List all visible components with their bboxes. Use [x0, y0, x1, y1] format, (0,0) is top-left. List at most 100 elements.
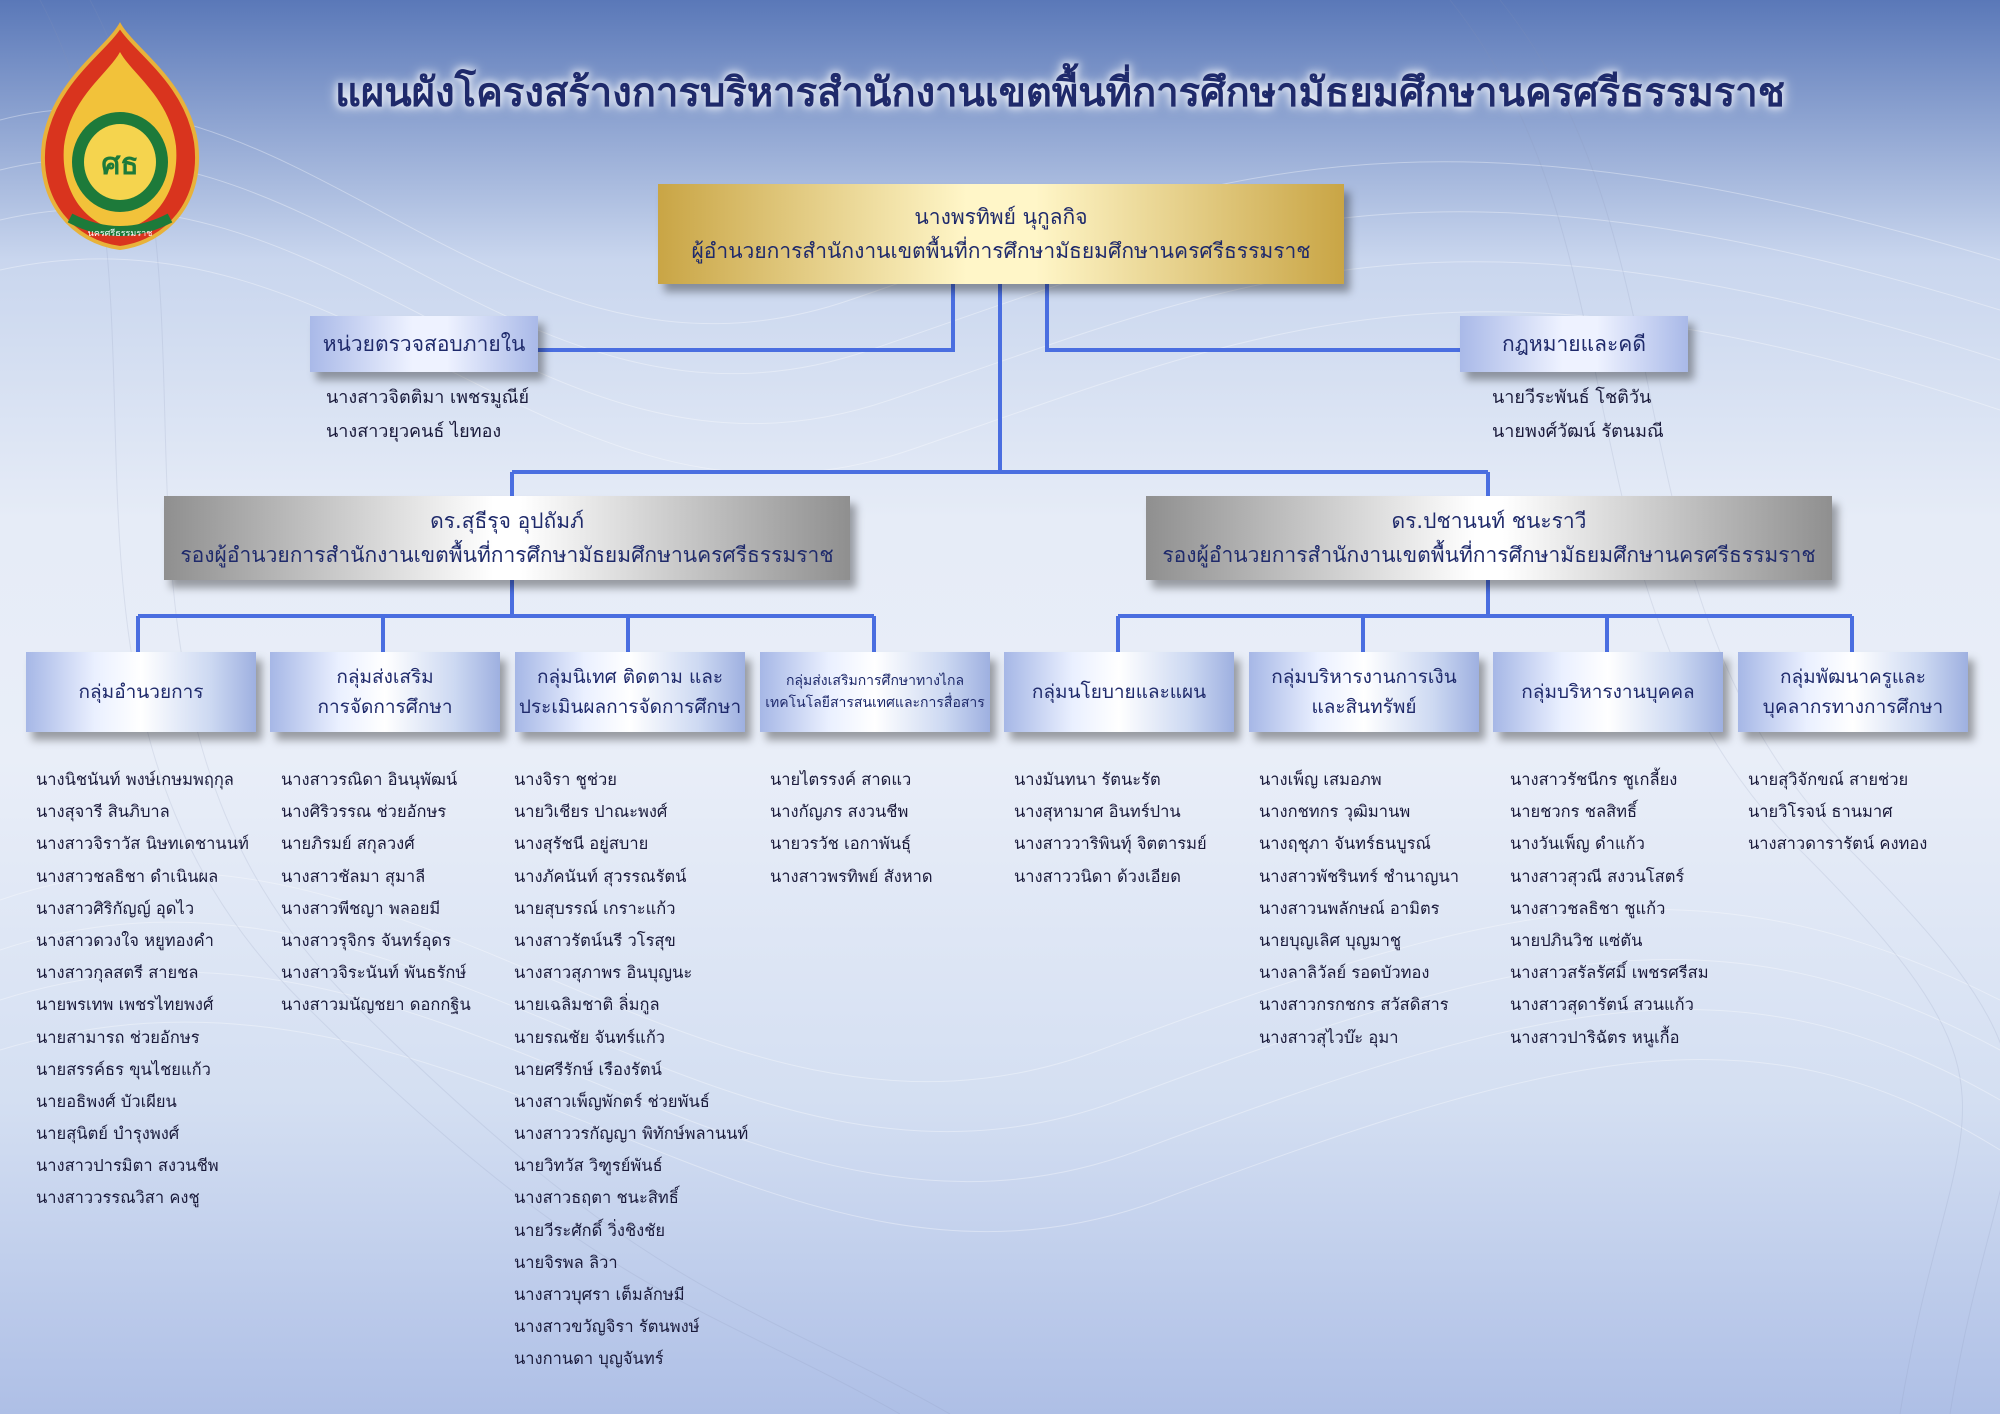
list-item: นางกชทกร วุฒิมานพ — [1259, 802, 1411, 822]
group-title-line1: กลุ่มพัฒนาครูและ — [1779, 666, 1927, 688]
list-item: นางสาวมนัญชยา ดอกกฐิน — [281, 995, 471, 1015]
list-item: นางสุจารี สินภิบาล — [36, 802, 170, 822]
internal-audit-box: หน่วยตรวจสอบภายใน — [310, 316, 538, 372]
list-item: นางสาวปาริฉัตร หนูเกื้อ — [1510, 1027, 1680, 1047]
list-item: นายบุญเลิศ บุญมาชู — [1259, 930, 1402, 950]
internal-audit-members: นางสาวจิตติมา เพชรมูณีย์ นางสาวยุวคนธ์ ไ… — [326, 381, 529, 449]
list-item: นางกัญภร สงวนชีพ — [770, 802, 909, 822]
group-title-line2: ประเมินผลการจัดการศึกษา — [518, 696, 742, 718]
list-item: นางศิริวรรณ ช่วยอักษร — [281, 802, 447, 822]
list-item: นายรณชัย จันทร์แก้ว — [514, 1027, 666, 1047]
list-item: นางสาวกรกชกร สวัสดิสาร — [1259, 995, 1449, 1015]
list-item: นางสาวสุไวบ๊ะ อุมา — [1259, 1027, 1399, 1047]
list-item: นางนิชนันท์ พงษ์เกษมพฤกุล — [36, 770, 234, 789]
group-title-line2: บุคลากรทางการศึกษา — [1762, 696, 1944, 718]
list-item: นายวิเชียร ปาณะพงศ์ — [514, 802, 668, 822]
internal-audit-title: หน่วยตรวจสอบภายใน — [322, 332, 526, 356]
list-item: นายเฉลิมชาติ ลิ่มกูล — [514, 995, 660, 1015]
list-item: นางเพ็ญ เสมอภพ — [1259, 770, 1382, 789]
list-item: นางสาวรณิดา อินนุพัฒน์ — [281, 770, 458, 789]
list-item: นางสาวรุจิกร จันทร์อุดร — [281, 930, 452, 950]
group-box-supervision: กลุ่มนิเทศ ติดตาม และ ประเมินผลการจัดการ… — [515, 652, 745, 732]
group-members-list: นางสาวรัชนีกร ชูเกลี้ยงนายชวกร ชลสิทธิ์น… — [1510, 764, 1709, 1054]
list-item: นางฤชุภา จันทร์ธนบูรณ์ — [1259, 834, 1431, 854]
group-title-line1: กลุ่มบริหารงานการเงิน — [1271, 666, 1457, 688]
group-members-list: นางนิชนันท์ พงษ์เกษมพฤกุลนางสุจารี สินภิ… — [36, 764, 249, 1215]
list-item: นางกานดา บุญจันทร์ — [514, 1349, 664, 1369]
list-item: นายจิรพล ลิวา — [514, 1252, 618, 1272]
list-item: นางสาวรัชนีกร ชูเกลี้ยง — [1510, 770, 1678, 789]
deputy-name: ดร.สุธีรุจ อุปถัมภ์ — [430, 509, 584, 533]
list-item: นางสาววนิดา ด้วงเอียด — [1014, 866, 1181, 886]
list-item: นางลาลิวัลย์ รอดบัวทอง — [1259, 963, 1430, 983]
group-members-list: นายสุวิจักขณ์ สายช่วยนายวิโรจน์ ธานมาศนา… — [1748, 764, 1927, 861]
list-item: นายสุวิจักขณ์ สายช่วย — [1748, 770, 1909, 789]
group-box-personnel: กลุ่มบริหารงานบุคคล — [1493, 652, 1723, 732]
list-item: นางสาวพัชรินทร์ ชำนาญนา — [1259, 866, 1460, 886]
list-item: นายชวกร ชลสิทธิ์ — [1510, 802, 1638, 822]
list-item: นางสาวสุดารัตน์ สวนแก้ว — [1510, 995, 1694, 1015]
list-item: นายพงศ์วัฒน์ รัตนมณี — [1492, 421, 1664, 442]
list-item: นางสาวจิราวัส นิษทเดชานนท์ — [36, 834, 249, 854]
list-item: นางจิรา ชูช่วย — [514, 770, 617, 789]
group-title-line1: กลุ่มส่งเสริมการศึกษาทางไกล — [785, 673, 965, 689]
group-box-finance-assets: กลุ่มบริหารงานการเงิน และสินทรัพย์ — [1249, 652, 1479, 732]
office-emblem-logo: ศธ นครศรีธรรมราช — [40, 22, 200, 251]
list-item: นายวรวัช เอกาพันธุ์ — [770, 834, 912, 854]
director-name: นางพรทิพย์ นุกูลกิจ — [914, 205, 1088, 229]
list-item: นางสาววรรณวิสา คงชู — [36, 1188, 200, 1208]
group-title-line2: การจัดการศึกษา — [317, 696, 453, 718]
director-box: นางพรทิพย์ นุกูลกิจ ผู้อำนวยการสำนักงานเ… — [658, 184, 1344, 284]
emblem-text: นครศรีธรรมราช — [88, 228, 153, 239]
list-item: นางสาวกุลสตรี สายชล — [36, 963, 199, 983]
group-box-teacher-development: กลุ่มพัฒนาครูและ บุคลากรทางการศึกษา — [1738, 652, 1968, 732]
group-box-education-promotion: กลุ่มส่งเสริม การจัดการศึกษา — [270, 652, 500, 732]
group-title-line2: เทคโนโลยีสารสนเทศและการสื่อสาร — [765, 695, 985, 711]
list-item: นายวีระพันธ์ โชติวัน — [1492, 387, 1652, 408]
list-item: นางสาวยุวคนธ์ ไยทอง — [326, 421, 502, 442]
list-item: นางสาวพรทิพย์ สังหาด — [770, 866, 933, 886]
list-item: นายภิรมย์ สกุลวงศ์ — [281, 834, 415, 854]
list-item: นายวิทวัส วิฑูรย์พันธ์ — [514, 1156, 663, 1176]
list-item: นางสาวดารารัตน์ คงทอง — [1748, 834, 1928, 854]
list-item: นางสาวชลธิชา ดำเนินผล — [36, 866, 219, 886]
list-item: นางสาวจิตติมา เพชรมูณีย์ — [326, 387, 530, 408]
group-title-line1: กลุ่มนโยบายและแผน — [1031, 681, 1207, 703]
list-item: นางสาวปารมิตา สงวนชีพ — [36, 1156, 219, 1176]
group-members-list: นางสาวรณิดา อินนุพัฒน์นางศิริวรรณ ช่วยอั… — [281, 764, 471, 1022]
list-item: นางสาวบุศรา เต็มลักษมี — [514, 1285, 685, 1304]
group-title-line1: กลุ่มส่งเสริม — [336, 666, 434, 688]
list-item: นางสุหามาศ อินทร์ปาน — [1014, 802, 1181, 822]
list-item: นางสาวขวัญจิรา รัตนพงษ์ — [514, 1317, 700, 1337]
group-title-line1: กลุ่มนิเทศ ติดตาม และ — [536, 666, 724, 688]
list-item: นายสรรค์ธร ขุนไชยแก้ว — [36, 1059, 211, 1079]
list-item: นางสุรัชนี อยู่สบาย — [514, 834, 649, 854]
list-item: นายสุนิตย์ บำรุงพงศ์ — [36, 1124, 180, 1144]
legal-box: กฎหมายและคดี — [1460, 316, 1688, 372]
svg-text:ศธ: ศธ — [101, 147, 138, 182]
list-item: นายสุบรรณ์ เกราะแก้ว — [514, 898, 676, 918]
list-item: นางสาวเพ็ญพักตร์ ช่วยพันธ์ — [514, 1091, 710, 1111]
list-item: นางสาวสุภาพร อินบุญนะ — [514, 963, 693, 983]
list-item: นางสาวชัลมา สุมาลี — [281, 866, 426, 886]
group-box-distance-ict: กลุ่มส่งเสริมการศึกษาทางไกล เทคโนโลยีสาร… — [760, 652, 990, 732]
group-title-line1: กลุ่มบริหารงานบุคคล — [1521, 681, 1695, 703]
list-item: นางสาววาริพินทุ์ จิตตารมย์ — [1014, 834, 1207, 854]
list-item: นายศรีรักษ์ เรืองรัตน์ — [514, 1059, 662, 1079]
list-item: นางสาวศิริกัญญ์ อุดไว — [36, 898, 195, 918]
list-item: นายพรเทพ เพชรไทยพงศ์ — [36, 995, 214, 1015]
list-item: นางสาววรกัญญา พิทักษ์พลานนท์ — [514, 1124, 749, 1144]
group-members-list: นางเพ็ญ เสมอภพนางกชทกร วุฒิมานพนางฤชุภา … — [1259, 764, 1459, 1054]
page-title: แผนผังโครงสร้างการบริหารสำนักงานเขตพื้นท… — [335, 70, 1785, 116]
group-members-list: นายไตรรงค์ สาดแวนางกัญภร สงวนชีพนายวรวัช… — [770, 764, 933, 893]
list-item: นางสาวรัตน์นรี วโรสุข — [514, 930, 676, 950]
deputy-director-box-1: ดร.สุธีรุจ อุปถัมภ์ รองผู้อำนวยการสำนักง… — [164, 496, 850, 580]
deputy-position: รองผู้อำนวยการสำนักงานเขตพื้นที่การศึกษา… — [180, 543, 834, 567]
group-box-administration: กลุ่มอำนวยการ — [26, 652, 256, 732]
group-members-list: นางมันทนา รัตนะรัตนางสุหามาศ อินทร์ปานนา… — [1014, 764, 1207, 893]
list-item: นางสาวดวงใจ หยูทองคำ — [36, 930, 214, 950]
list-item: นางวันเพ็ญ ดำแก้ว — [1510, 834, 1645, 854]
list-item: นางสาวนพลักษณ์ อามิตร — [1259, 898, 1440, 918]
